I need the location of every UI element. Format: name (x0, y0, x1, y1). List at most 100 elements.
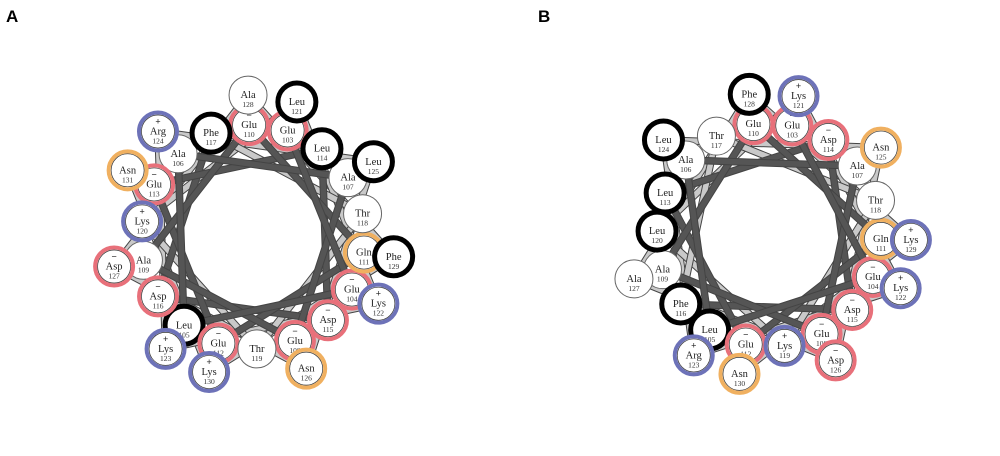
hydrophobic-residue-ring-icon (189, 111, 233, 155)
residue-name: Glu (241, 120, 258, 131)
residue-charge: − (870, 262, 875, 272)
residue-name: Ala (850, 161, 866, 172)
residue-name: Leu (176, 320, 193, 331)
hydrophobic-residue-ring-icon (300, 127, 344, 171)
residue-inner-outline (722, 357, 757, 391)
helical-wheel-panel-b: −Glu103−Glu104Leu105Ala106Ala107−Glu108A… (538, 7, 932, 395)
residue-name: Gln (356, 248, 373, 259)
residue-inner-outline (811, 123, 846, 157)
residue-charge: + (908, 225, 913, 235)
residue-charge: + (376, 289, 381, 299)
residue-inner-outline (311, 303, 345, 338)
residue-inner-outline (818, 343, 853, 378)
polar-residue-ring-icon (285, 347, 328, 390)
residue-name: Asp (319, 315, 336, 326)
residue-number: 106 (172, 159, 184, 168)
residue-number: 121 (793, 101, 805, 110)
basic-residue-ring-icon (777, 75, 820, 118)
hydrophobic-residue-ring-icon (641, 118, 685, 162)
residue-charge: − (833, 345, 838, 355)
acidic-residue-ring-icon (137, 275, 180, 318)
residue-number: 114 (823, 145, 834, 154)
residue-inner-outline (141, 279, 175, 314)
residue-name: Glu (746, 119, 763, 130)
basic-residue-ring-icon (672, 334, 715, 377)
neutral-residue-ring-icon (237, 329, 277, 369)
residue-name: Lys (135, 216, 150, 227)
residue-number: 111 (359, 258, 370, 267)
residue-name: Glu (146, 179, 163, 190)
residue-number: 115 (847, 315, 858, 324)
residue-name: Arg (686, 350, 703, 361)
residue-number: 119 (251, 354, 262, 363)
backbone-link (706, 274, 876, 333)
residue-charge: − (826, 125, 831, 135)
basic-residue-ring-icon (879, 267, 922, 310)
residue-name: Leu (701, 325, 718, 336)
residue-number: 130 (734, 379, 746, 388)
backbone-link (284, 127, 355, 293)
residue-number: 108 (289, 346, 301, 355)
backbone-link (659, 121, 757, 273)
residue-name: Ala (136, 255, 152, 266)
residue-name: Glu (738, 340, 755, 351)
residue-name: Leu (657, 188, 674, 199)
residue-number: 118 (870, 205, 881, 214)
residue-number: 128 (744, 99, 756, 108)
neutral-residue-ring-icon (696, 116, 736, 156)
acidic-residue-ring-icon (807, 119, 850, 162)
residue-name: Thr (709, 131, 725, 142)
polar-residue-ring-icon (859, 126, 902, 169)
neutral-residue-ring-icon (614, 259, 654, 299)
residue-charge: − (850, 295, 855, 305)
backbone-link (750, 121, 884, 242)
hydrophobic-residue-ring-icon (275, 80, 319, 124)
residue-inner-outline (767, 329, 802, 363)
backbone-link (175, 151, 351, 181)
polar-residue-ring-icon (106, 149, 149, 192)
residue-name: Thr (249, 344, 265, 355)
residue-name: Glu (344, 285, 361, 296)
residue-inner-outline (110, 153, 145, 188)
neutral-residue-ring-icon (856, 180, 896, 220)
residue-name: Leu (314, 144, 331, 155)
backbone-link (140, 122, 252, 264)
backbone-link (292, 174, 351, 344)
backbone-link (683, 157, 861, 169)
basic-residue-ring-icon (763, 324, 806, 367)
acidic-residue-ring-icon (306, 299, 349, 342)
residue-inner-outline (125, 204, 159, 239)
residue-charge: − (151, 169, 156, 179)
residue-number: 120 (651, 236, 663, 245)
residue-charge: − (246, 110, 251, 120)
residue-number: 109 (657, 275, 669, 284)
residue-number: 105 (178, 330, 190, 339)
residue-name: Ala (655, 265, 671, 276)
residue-number: 125 (368, 167, 380, 176)
residue-number: 122 (895, 293, 907, 302)
basic-residue-ring-icon (121, 200, 164, 243)
residue-name: Arg (150, 126, 167, 137)
residue-name: Leu (365, 157, 382, 168)
basic-residue-ring-icon (144, 327, 187, 370)
hydrophobic-residue-ring-icon (351, 140, 395, 184)
residue-number: 126 (830, 365, 842, 374)
residue-charge: − (325, 305, 330, 315)
